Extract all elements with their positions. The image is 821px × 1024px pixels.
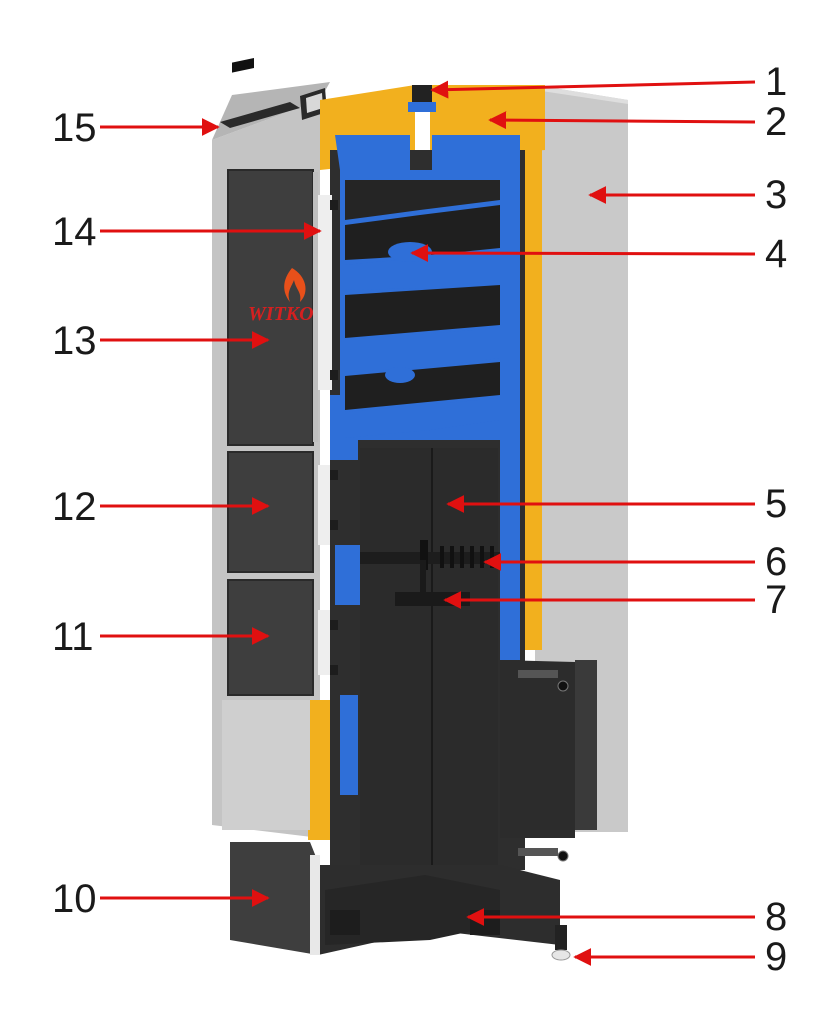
callout-12: 12 xyxy=(52,485,270,529)
callout-number-6: 6 xyxy=(765,540,787,584)
control-panel xyxy=(220,102,300,128)
drain-valve xyxy=(555,925,567,950)
callout-number-15: 15 xyxy=(52,106,97,150)
callout-number-12: 12 xyxy=(52,485,97,529)
callout-number-2: 2 xyxy=(765,100,787,144)
callout-4: 4 xyxy=(410,232,787,276)
callout-arrow-1 xyxy=(430,80,756,99)
callout-number-1: 1 xyxy=(765,60,787,104)
callout-8: 8 xyxy=(466,895,787,939)
heat-exchanger-baffle xyxy=(345,250,500,290)
callout-3: 3 xyxy=(588,173,787,217)
callout-number-7: 7 xyxy=(765,578,787,622)
fuel-grate xyxy=(360,552,500,564)
loading-door-middle xyxy=(227,451,314,573)
ash-pan-drawer xyxy=(230,842,318,955)
callout-number-5: 5 xyxy=(765,482,787,526)
boiler-illustration: WITKO xyxy=(212,58,628,961)
callout-number-3: 3 xyxy=(765,173,787,217)
flue-outlet-pipe xyxy=(412,85,432,107)
callout-1: 1 xyxy=(430,60,787,104)
door-seal-strip xyxy=(318,195,332,390)
callout-number-9: 9 xyxy=(765,935,787,979)
callout-9: 9 xyxy=(573,935,787,979)
callout-number-4: 4 xyxy=(765,232,787,276)
callout-number-10: 10 xyxy=(52,877,97,921)
side-insulation xyxy=(522,140,542,650)
flame-icon xyxy=(284,268,306,302)
loading-door-upper xyxy=(228,170,313,445)
callout-number-14: 14 xyxy=(52,210,97,254)
callout-number-11: 11 xyxy=(52,615,94,659)
rear-connection-block xyxy=(500,660,575,838)
callout-11: 11 xyxy=(52,615,270,659)
callout-arrow-4 xyxy=(410,244,756,263)
callout-number-13: 13 xyxy=(52,319,97,363)
callout-5: 5 xyxy=(446,482,787,526)
brand-logo: WITKO xyxy=(248,268,314,325)
callout-7: 7 xyxy=(443,578,787,622)
brand-logo-text: WITKO xyxy=(248,303,314,325)
callout-10: 10 xyxy=(52,877,270,921)
callout-13: 13 xyxy=(52,319,270,363)
outer-casing-right xyxy=(535,85,628,832)
callout-arrow-2 xyxy=(488,111,756,130)
callout-2: 2 xyxy=(488,100,787,144)
callout-14: 14 xyxy=(52,210,322,254)
callout-6: 6 xyxy=(483,540,787,584)
combustion-chamber xyxy=(360,448,498,868)
callout-number-8: 8 xyxy=(765,895,787,939)
callout-15: 15 xyxy=(52,106,220,150)
